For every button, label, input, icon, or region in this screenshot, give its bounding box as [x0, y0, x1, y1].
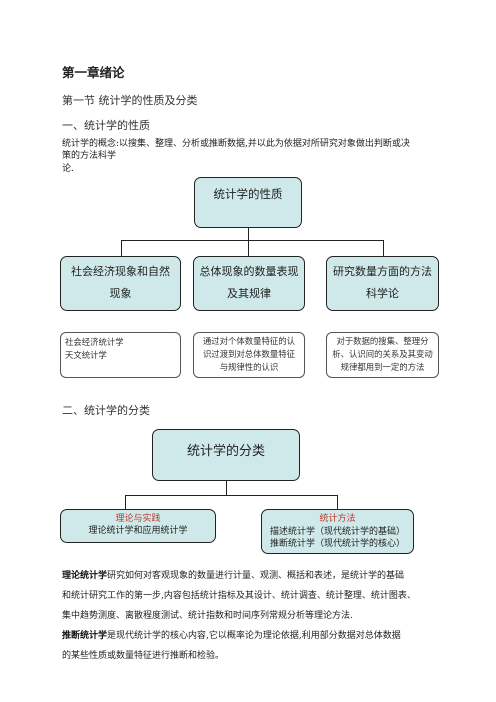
concept-text-line2: 策的方法科学 [62, 151, 117, 161]
connector-middle [248, 240, 249, 256]
classify-root-box: 统计学的分类 [152, 429, 300, 481]
connector-root-down [248, 228, 249, 241]
classify-connector-right [337, 495, 338, 509]
theory-paragraph: 理论统计学研究如何对客观现象的数量进行计量、观测、概括和表述，是统计学的基础 和… [62, 566, 442, 626]
nature-desc-2-line2: 识过渡到对总体数量特征 [202, 349, 296, 359]
concept-text-line3: 论. [62, 164, 74, 174]
nature-child-1-line1: 社会经济现象和自然 [71, 265, 170, 278]
nature-desc-box-1: 社会经济统计学 天文统计学 [60, 332, 181, 378]
classify-right-line1: 描述统计学（现代统计学的基础） [269, 526, 405, 537]
subsection-title-classification: 二、统计学的分类 [62, 404, 150, 417]
theory-para-line2: 和统计研究工作的第一步,内容包括统计指标及其设计、统计调查、统计整理、统计图表、 [62, 591, 416, 601]
classify-right-heading: 统计方法 [319, 514, 356, 524]
classify-left-box: 理论与实践 理论统计学和应用统计学 [60, 509, 216, 543]
nature-child-2-line1: 总体现象的数量表现 [199, 265, 299, 278]
connector-left [121, 240, 122, 256]
nature-child-2-line2: 及其规律 [227, 287, 271, 300]
nature-root-label: 统计学的性质 [213, 187, 283, 201]
nature-child-box-2: 总体现象的数量表现 及其规律 [193, 256, 305, 311]
nature-desc-2-line1: 通过对个体数量特征的认 [202, 336, 296, 346]
classify-connector-down [226, 481, 227, 496]
classify-right-line2: 推断统计学（现代统计学的核心） [269, 539, 405, 549]
nature-desc-3-line2: 析、认识间的关系及其变动 [332, 349, 433, 359]
section-title: 第一节 统计学的性质及分类 [62, 94, 198, 107]
connector-right [383, 240, 384, 256]
nature-desc-3-line1: 对于数据的搜集、整理分 [336, 336, 429, 346]
classify-left-body: 理论统计学和应用统计学 [88, 526, 188, 536]
chapter-title: 第一章绪论 [62, 65, 125, 80]
nature-desc-1-line1: 社会经济统计学 [65, 337, 124, 347]
inference-para-line2: 的某些性质或数量特征进行推断和检验。 [62, 651, 225, 661]
nature-child-3-line1: 研究数量方面的方法 [333, 265, 432, 278]
classify-right-box: 统计方法 描述统计学（现代统计学的基础） 推断统计学（现代统计学的核心） [261, 509, 414, 554]
nature-desc-box-2: 通过对个体数量特征的认 识过渡到对总体数量特征 与规律性的认识 [193, 332, 305, 378]
nature-child-3-line2: 科学论 [366, 287, 399, 300]
classify-connector-left [125, 495, 126, 509]
theory-para-line3: 集中趋势测度、离散程度测试、统计指数和时间序列常规分析等理论方法. [62, 611, 353, 621]
inference-para-line1: 是现代统计学的核心内容,它以概率论为理论依据,利用部分数据对总体数据 [107, 631, 401, 641]
nature-child-1-line2: 现象 [109, 287, 132, 300]
nature-desc-box-3: 对于数据的搜集、整理分 析、认识间的关系及其变动 规律都用到一定的方法 [326, 332, 439, 378]
subsection-title-nature: 一、统计学的性质 [62, 119, 150, 132]
inference-paragraph: 推断统计学是现代统计学的核心内容,它以概率论为理论依据,利用部分数据对总体数据 … [62, 626, 442, 666]
classify-connector-horizontal [125, 495, 337, 496]
nature-desc-2-line3: 与规律性的认识 [219, 362, 279, 372]
nature-child-box-3: 研究数量方面的方法 科学论 [326, 256, 439, 311]
classify-root-label: 统计学的分类 [186, 444, 265, 459]
concept-text-line1: 统计学的概念:以搜集、整理、分析或推断数据,并以此为依据对所研究对象做出判断或决 [62, 139, 410, 149]
nature-child-box-1: 社会经济现象和自然 现象 [60, 256, 181, 311]
theory-para-line1: 研究如何对客观现象的数量进行计量、观测、概括和表述，是统计学的基础 [107, 571, 405, 581]
connector-horizontal [121, 240, 383, 241]
nature-desc-1-line2: 天文统计学 [65, 350, 107, 360]
inference-term: 推断统计学 [62, 631, 108, 641]
classify-left-heading: 理论与实践 [115, 514, 161, 524]
theory-term: 理论统计学 [62, 571, 108, 581]
nature-desc-3-line3: 规律都用到一定的方法 [340, 362, 425, 372]
nature-root-box: 统计学的性质 [194, 177, 302, 228]
